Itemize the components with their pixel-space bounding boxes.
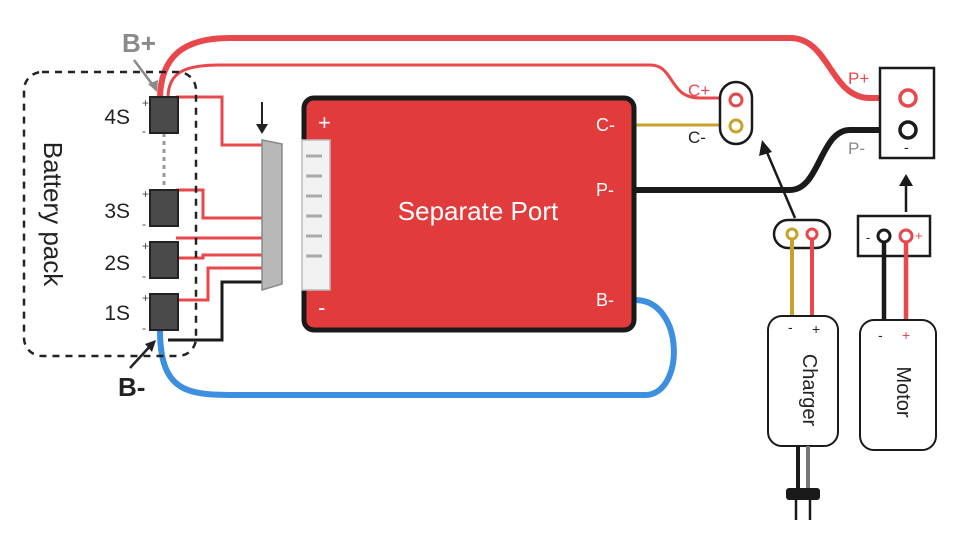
board-minus: - bbox=[318, 295, 325, 320]
c-plus-label: C+ bbox=[688, 81, 710, 100]
cell-3s-minus: - bbox=[142, 217, 146, 231]
motor-plug bbox=[856, 214, 932, 258]
motor-title: Motor bbox=[892, 366, 914, 417]
c-plus-terminal bbox=[728, 92, 744, 108]
wire-b-plus-to-p-plus bbox=[157, 35, 903, 103]
cell-1s-minus: - bbox=[142, 321, 146, 335]
output-port bbox=[878, 66, 936, 160]
motor-plus: + bbox=[902, 327, 910, 343]
balance-lead-gnd bbox=[168, 280, 262, 342]
cell-2s-plus: + bbox=[142, 239, 149, 253]
board-plus: + bbox=[318, 110, 331, 135]
board-title: Separate Port bbox=[398, 196, 559, 226]
b-plus-label: B+ bbox=[122, 28, 156, 58]
motor-plug-plus bbox=[898, 228, 914, 244]
charger-minus: - bbox=[788, 319, 793, 335]
balance-lead-2s bbox=[176, 253, 262, 260]
wire-b-plus-to-c-plus bbox=[166, 63, 735, 100]
b-plus-arrow-icon bbox=[148, 80, 158, 92]
p-minus-terminal bbox=[898, 120, 918, 140]
p-plus-label: P+ bbox=[848, 69, 869, 88]
board-p-minus: P- bbox=[596, 180, 614, 200]
charger-title: Charger bbox=[798, 354, 820, 427]
cell-4s-minus: - bbox=[142, 124, 146, 138]
b-minus-label: B- bbox=[118, 372, 145, 402]
cell-1s-label: 1S bbox=[104, 302, 130, 325]
battery-pack-title: Battery pack bbox=[38, 142, 68, 288]
charger-plus: + bbox=[812, 321, 820, 337]
cell-2s-label: 2S bbox=[104, 252, 130, 275]
c-minus-terminal bbox=[728, 118, 744, 134]
balance-connector bbox=[261, 139, 283, 292]
motor-arrow-icon bbox=[899, 174, 913, 186]
wire-b-minus-loop bbox=[157, 297, 677, 398]
board-b-minus: B- bbox=[596, 290, 614, 310]
cell-1s: 1S + - bbox=[104, 291, 179, 335]
b-minus-pointer bbox=[129, 343, 153, 369]
cell-4s: 4S + - bbox=[104, 96, 179, 138]
charger-plug bbox=[772, 218, 832, 250]
cell-2s: 2S + - bbox=[104, 239, 179, 283]
board-socket-pins bbox=[306, 154, 322, 258]
p-plus-terminal bbox=[898, 88, 918, 108]
charger-arrow bbox=[764, 149, 797, 219]
motor-plug-minus bbox=[876, 228, 892, 244]
connector-arrow-icon bbox=[256, 124, 268, 134]
charger-arrow-icon bbox=[759, 140, 772, 156]
cell-3s-plus: + bbox=[142, 187, 149, 201]
charger-plug-minus bbox=[785, 227, 799, 241]
balance-lead-3s bbox=[176, 188, 262, 220]
charger-body bbox=[767, 315, 839, 447]
charger-plug-plus bbox=[805, 227, 819, 241]
battery-pack-outline bbox=[22, 70, 198, 358]
c-minus-label: C- bbox=[688, 128, 706, 147]
b-minus-arrow-icon bbox=[145, 340, 156, 352]
motor-plug-plus-sign: + bbox=[915, 228, 923, 243]
cell-3s-label: 3S bbox=[104, 200, 130, 223]
cell-4s-label: 4S bbox=[104, 106, 130, 129]
balance-lead-4s bbox=[176, 95, 262, 147]
cell-4s-plus: + bbox=[142, 96, 149, 110]
p-minus-sign: - bbox=[904, 139, 909, 155]
cell-2s-minus: - bbox=[142, 269, 146, 283]
wire-p-minus bbox=[632, 127, 905, 193]
motor-plug-minus-sign: - bbox=[866, 230, 870, 245]
mains-plug-icon bbox=[786, 488, 820, 500]
cell-3s: 3S + - bbox=[104, 187, 179, 231]
board-c-minus: C- bbox=[596, 115, 615, 135]
p-minus-label: P- bbox=[848, 139, 865, 158]
motor-body bbox=[859, 319, 937, 451]
balance-lead-1s bbox=[176, 266, 262, 302]
motor-minus: - bbox=[878, 327, 883, 343]
cell-1s-plus: + bbox=[142, 291, 149, 305]
charge-port bbox=[718, 80, 754, 146]
